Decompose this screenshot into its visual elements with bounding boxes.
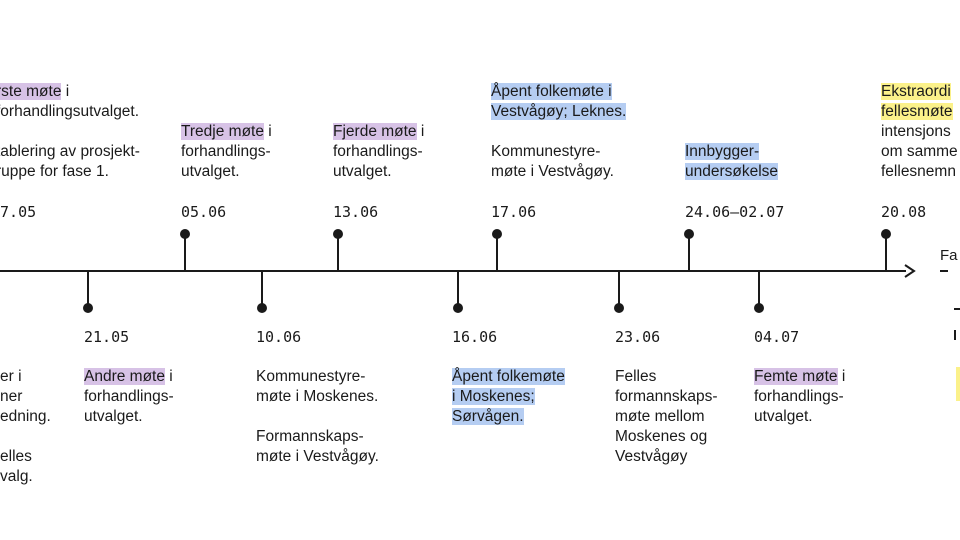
event-description: Innbygger-undersøkelse <box>685 142 779 182</box>
event-date: 24.06–02.07 <box>685 203 785 221</box>
event-paragraph: Innbygger-undersøkelse <box>685 142 779 182</box>
event-date: 10.06 <box>256 328 302 346</box>
event-description: Kommunestyre-møte i Moskenes. Formannska… <box>256 367 379 467</box>
highlight: Andre møte <box>84 368 165 385</box>
event-paragraph: Formannskaps-møte i Vestvågøy. <box>256 427 379 467</box>
event-dot <box>83 303 93 313</box>
event-date: 17.05 <box>0 203 37 221</box>
event-dot <box>492 229 502 239</box>
event-dot <box>614 303 624 313</box>
event-dot <box>257 303 267 313</box>
event-dot <box>333 229 343 239</box>
paragraph-text: Formannskaps-møte i Vestvågøy. <box>256 428 379 465</box>
event-date: 23.06 <box>615 328 661 346</box>
event-dot <box>754 303 764 313</box>
paragraph-text: tablering av prosjekt-ruppe for fase 1. <box>0 143 140 180</box>
event-date: 17.06 <box>491 203 537 221</box>
event-date: 04.07 <box>754 328 800 346</box>
highlight: Fjerde møte <box>333 123 417 140</box>
edge-fragment-mark <box>954 330 960 340</box>
event-date: 05.06 <box>181 203 227 221</box>
event-date: 16.06 <box>452 328 498 346</box>
event-paragraph: tablering av prosjekt-ruppe for fase 1. <box>0 142 140 182</box>
highlight: Innbygger-undersøkelse <box>685 143 779 180</box>
paragraph-text: Kommunestyre-møte i Vestvågøy. <box>491 143 614 180</box>
event-dot <box>881 229 891 239</box>
event-paragraph: Kommunestyre-møte i Vestvågøy. <box>491 142 626 182</box>
event-date: 21.05 <box>84 328 130 346</box>
timeline-arrowhead <box>904 264 916 278</box>
highlight: rste møte <box>0 83 62 100</box>
paragraph-text: Kommunestyre-møte i Moskenes. <box>256 368 379 405</box>
highlight: Femte møte <box>754 368 838 385</box>
event-date: 20.08 <box>881 203 927 221</box>
event-paragraph: Kommunestyre-møte i Moskenes. <box>256 367 379 407</box>
event-dot <box>684 229 694 239</box>
highlight: Tredje møte <box>181 123 264 140</box>
event-date: 13.06 <box>333 203 379 221</box>
event-dot <box>453 303 463 313</box>
edge-fragment-bar <box>956 367 960 401</box>
event-dot <box>180 229 190 239</box>
edge-label: Fa <box>940 247 958 264</box>
